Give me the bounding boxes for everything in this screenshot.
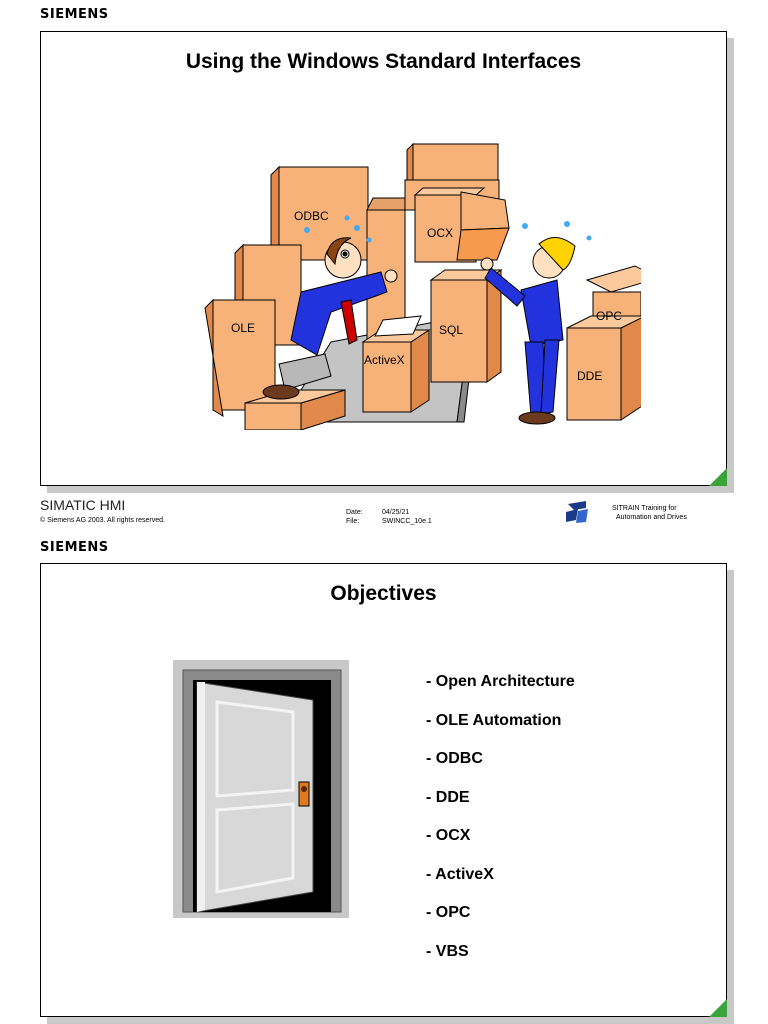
sitrain-logo-icon [566, 501, 588, 523]
slide2-frame: Objectives - Open Architecture - OLE Aut… [40, 563, 727, 1017]
footer-date-value: 04/25/21 [382, 509, 410, 516]
box-label-dde: DDE [577, 369, 602, 383]
footer-training-line2: Automation and Drives [616, 514, 687, 521]
footer-training-line1: SITRAIN Training for [612, 505, 677, 512]
footer-meta: Date: 04/25/21 File: SWINCC_10e.1 [346, 508, 432, 526]
slide2-corner-triangle [709, 999, 727, 1017]
footer-file-value: SWINCC_10e.1 [382, 518, 432, 525]
objective-item: - ODBC [426, 750, 483, 767]
slide2-title: Objectives [330, 582, 437, 605]
footer-training: SITRAIN Training for Automation and Driv… [612, 504, 687, 522]
slide1-frame: Using the Windows Standard Interfaces [40, 31, 727, 486]
siemens-logo-bottom: SIEMENS [40, 540, 109, 555]
objectives-list: - Open Architecture - OLE Automation - O… [426, 671, 575, 979]
box-label-opc: OPC [596, 309, 622, 323]
objective-item: - VBS [426, 942, 469, 960]
box-label-odbc: ODBC [294, 209, 329, 223]
box-label-sql: SQL [439, 323, 463, 337]
objective-item: - DDE [426, 788, 470, 806]
objective-item: - ActiveX [426, 865, 494, 883]
warehouse-illustration: ODBC OCX OLE SQL ActiveX OPC DDE [204, 142, 641, 430]
objective-item: - Open Architecture [426, 673, 575, 690]
footer-copyright: © Siemens AG 2003. All rights reserved. [40, 517, 165, 524]
open-door-illustration [173, 660, 349, 918]
footer-date-label: Date: [346, 509, 363, 516]
objective-item: - OCX [426, 827, 471, 844]
box-label-ocx: OCX [427, 226, 453, 240]
box-label-ole: OLE [231, 321, 255, 335]
objective-item: - OLE Automation [426, 711, 562, 729]
footer-file-label: File: [346, 518, 360, 525]
slide1-corner-triangle [709, 468, 727, 486]
footer-product: SIMATIC HMI [40, 497, 126, 513]
box-label-activex: ActiveX [364, 353, 405, 367]
objective-item: - OPC [426, 904, 471, 921]
slide1-title: Using the Windows Standard Interfaces [185, 50, 582, 73]
siemens-logo-top: SIEMENS [40, 7, 109, 22]
